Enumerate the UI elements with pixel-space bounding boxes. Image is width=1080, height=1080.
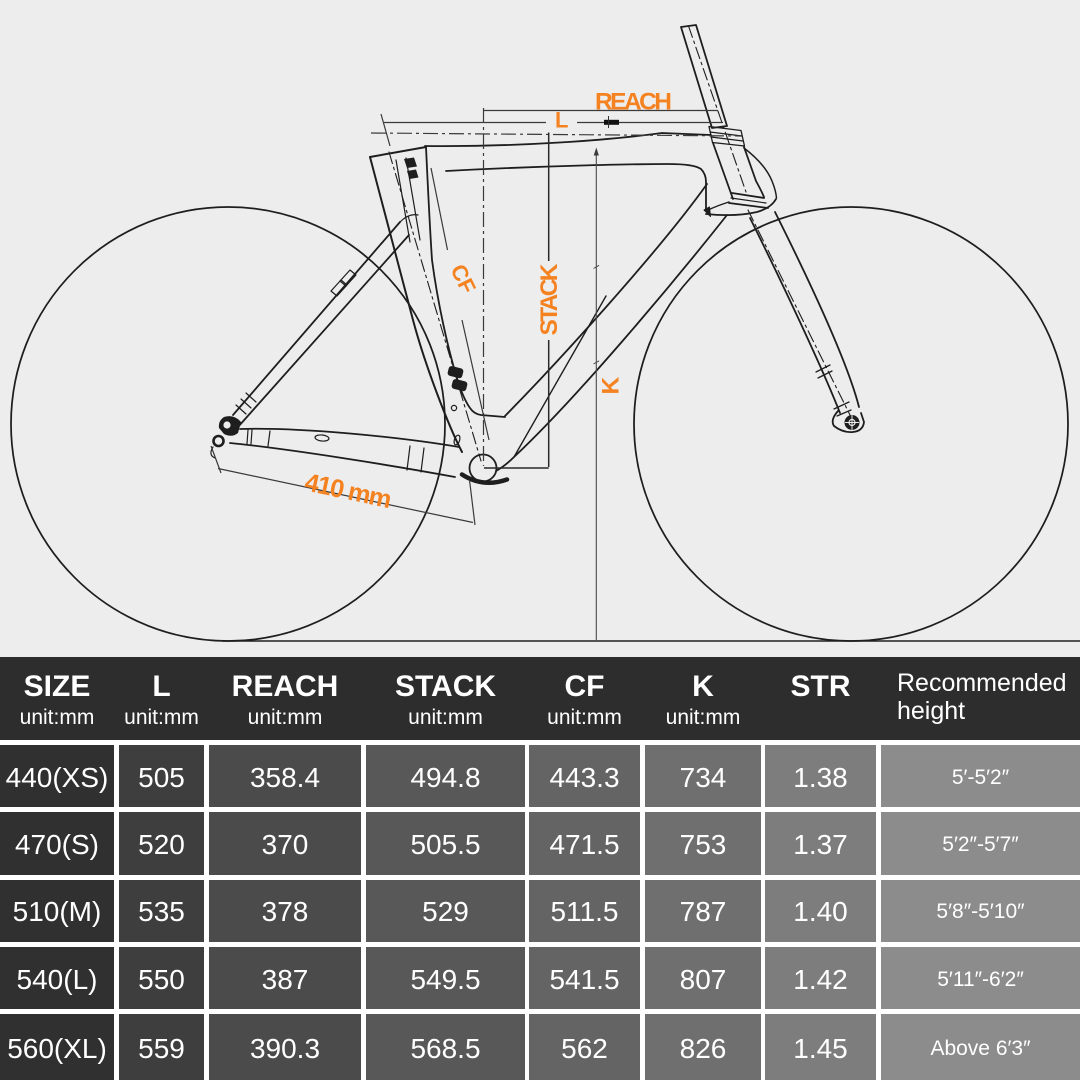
svg-text:L: L: [555, 108, 568, 133]
svg-text:410 mm: 410 mm: [302, 468, 394, 514]
svg-text:STACK: STACK: [536, 263, 563, 335]
svg-text:CF: CF: [446, 260, 481, 297]
svg-text:K: K: [598, 377, 625, 395]
svg-text:REACH: REACH: [595, 89, 672, 116]
